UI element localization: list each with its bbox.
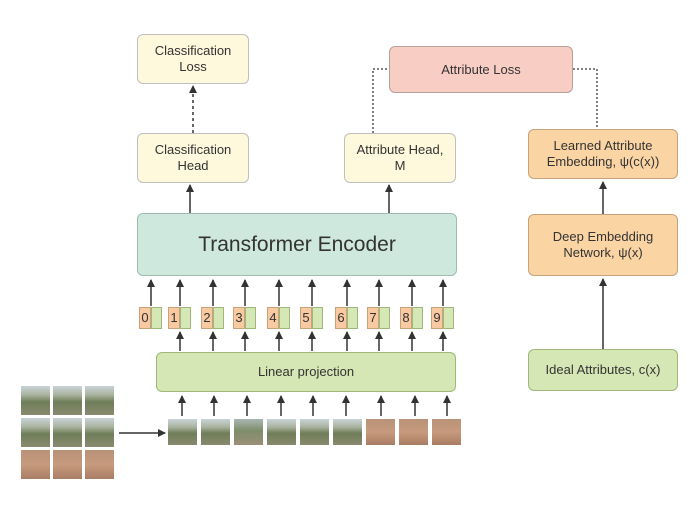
sequence-patch-7 — [398, 418, 429, 446]
embedding-token-5 — [312, 307, 323, 329]
embedding-token-0 — [151, 307, 162, 329]
grid-patch-4 — [52, 417, 83, 448]
embedding-token-2 — [213, 307, 224, 329]
position-tag-7: 7 — [367, 307, 379, 329]
embedding-token-7 — [379, 307, 390, 329]
sequence-patch-5 — [332, 418, 363, 446]
embedding-token-9 — [443, 307, 454, 329]
classification-loss-label: Classification Loss — [154, 43, 232, 74]
grid-patch-0 — [20, 385, 51, 416]
grid-patch-1 — [52, 385, 83, 416]
attribute-loss-label: Attribute Loss — [441, 61, 521, 77]
position-tag-2: 2 — [201, 307, 213, 329]
sequence-patch-0 — [167, 418, 198, 446]
classification-head-label: Classification Head — [154, 142, 232, 173]
attribute-head-box: Attribute Head, M — [344, 133, 456, 183]
position-tag-3: 3 — [233, 307, 245, 329]
grid-patch-8 — [84, 449, 115, 480]
attribute-head-to-loss-dotted-line — [372, 68, 389, 133]
token-arrows — [147, 279, 451, 416]
grid-patch-6 — [20, 449, 51, 480]
grid-patch-7 — [52, 449, 83, 480]
linear-projection-box: Linear projection — [156, 352, 456, 392]
sequence-patch-6 — [365, 418, 396, 446]
attribute-loss-box: Attribute Loss — [389, 46, 573, 93]
transformer-encoder-label: Transformer Encoder — [198, 232, 396, 256]
classification-head-box: Classification Head — [137, 133, 249, 183]
learned-embedding-label: Learned Attribute Embedding, ψ(c(x)) — [546, 138, 660, 169]
embedding-token-1 — [180, 307, 191, 329]
ideal-attributes-label: Ideal Attributes, c(x) — [545, 362, 661, 377]
position-tag-1: 1 — [168, 307, 180, 329]
position-tag-4: 4 — [267, 307, 279, 329]
sequence-patch-1 — [200, 418, 231, 446]
position-tag-6: 6 — [335, 307, 347, 329]
classification-loss-box: Classification Loss — [137, 34, 249, 84]
sequence-patch-8 — [431, 418, 462, 446]
sequence-patch-2 — [233, 418, 264, 446]
attribute-head-label: Attribute Head, M — [356, 142, 444, 173]
embedding-token-4 — [279, 307, 290, 329]
sequence-patch-4 — [299, 418, 330, 446]
deep-embedding-box: Deep Embedding Network, ψ(x) — [528, 214, 678, 276]
embedding-token-3 — [245, 307, 256, 329]
position-tag-9: 9 — [431, 307, 443, 329]
learned-embedding-box: Learned Attribute Embedding, ψ(c(x)) — [528, 129, 678, 179]
linear-projection-label: Linear projection — [257, 364, 355, 379]
position-tag-5: 5 — [300, 307, 312, 329]
embedding-token-6 — [347, 307, 358, 329]
ideal-attributes-box: Ideal Attributes, c(x) — [528, 349, 678, 391]
sequence-patch-3 — [266, 418, 297, 446]
position-tag-0: 0 — [139, 307, 151, 329]
grid-patch-2 — [84, 385, 115, 416]
grid-patch-3 — [20, 417, 51, 448]
embedding-token-8 — [412, 307, 423, 329]
position-tag-8: 8 — [400, 307, 412, 329]
embedding-to-loss-dotted-line — [573, 68, 598, 129]
grid-patch-5 — [84, 417, 115, 448]
deep-embedding-label: Deep Embedding Network, ψ(x) — [552, 229, 654, 260]
transformer-encoder-box: Transformer Encoder — [137, 213, 457, 276]
